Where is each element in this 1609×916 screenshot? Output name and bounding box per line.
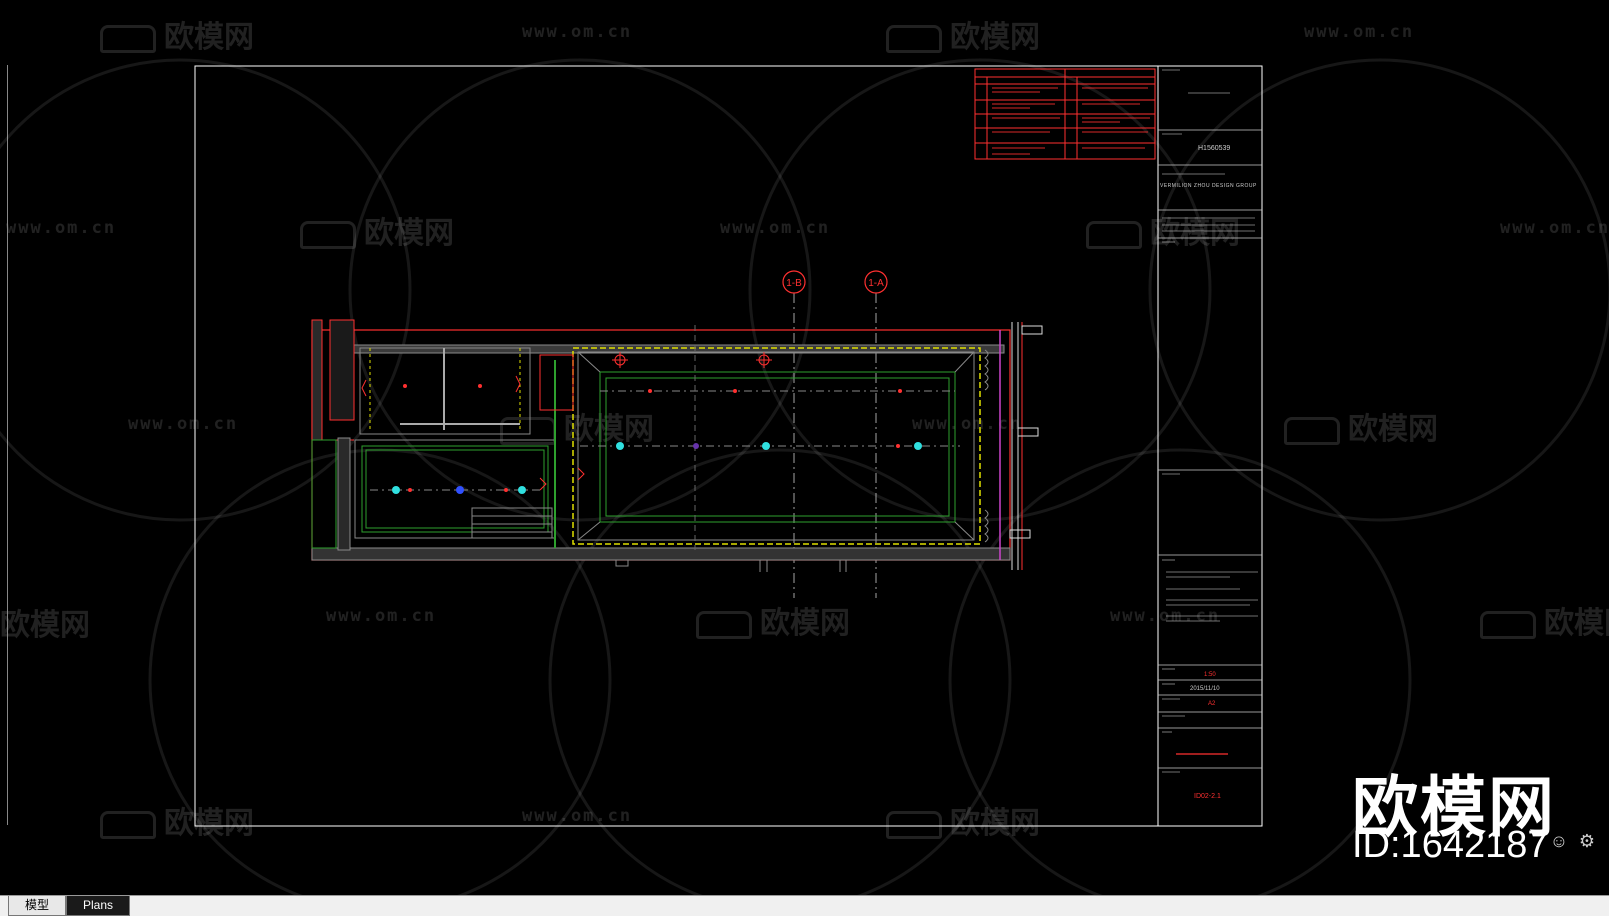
watermark-url: www.om.cn bbox=[1500, 218, 1609, 238]
watermark-url: www.om.cn bbox=[6, 218, 117, 238]
watermark-url: www.om.cn bbox=[522, 22, 633, 42]
tab-plans[interactable]: Plans bbox=[66, 896, 131, 916]
watermark-logo: 欧模网 bbox=[300, 208, 454, 252]
watermark-logo: 欧模网 bbox=[100, 12, 254, 56]
project-code: H1560539 bbox=[1198, 145, 1231, 152]
cad-viewport[interactable]: 欧模网 www.om.cn 欧模网 www.om.cn www.om.cn 欧模… bbox=[0, 0, 1609, 895]
drawing-date: 2015/11/10 bbox=[1190, 686, 1220, 692]
watermark-logo: 欧模网 bbox=[696, 598, 850, 642]
watermark-url: www.om.cn bbox=[326, 606, 437, 626]
grid-label-1b: 1-B bbox=[786, 278, 802, 289]
cad-drawing: 1-B 1-A bbox=[0, 58, 1609, 895]
grid-bubble-1a bbox=[864, 270, 888, 294]
window-wall bbox=[984, 322, 1043, 570]
sheet-frame bbox=[194, 65, 1263, 827]
main-room bbox=[539, 325, 981, 550]
light-fixtures bbox=[392, 384, 922, 494]
watermark-logo: 欧模网 bbox=[1480, 598, 1609, 642]
watermark-logo: 欧模网 bbox=[0, 609, 90, 642]
watermark-url: www.om.cn bbox=[522, 806, 633, 826]
watermark-url: www.om.cn bbox=[720, 218, 831, 238]
title-block bbox=[1158, 129, 1262, 769]
grid-axes bbox=[793, 293, 877, 598]
drawing-scale: 1:50 bbox=[1204, 672, 1216, 678]
legend-table bbox=[974, 68, 1156, 160]
watermark-logo: 欧模网 bbox=[500, 404, 654, 448]
left-sheet-edge bbox=[0, 65, 8, 825]
watermark-logo: 欧模网 bbox=[1086, 208, 1240, 252]
gear-icon[interactable]: ⚙ bbox=[1578, 831, 1596, 851]
brand-id: ID:1642187 bbox=[1352, 824, 1549, 866]
watermark-url: www.om.cn bbox=[128, 414, 239, 434]
left-rooms bbox=[354, 347, 556, 548]
watermark-logo: 欧模网 bbox=[100, 798, 254, 842]
brand-logo: 欧模网 bbox=[1352, 770, 1556, 844]
watermark-url: www.om.cn bbox=[912, 414, 1023, 434]
watermark-logo: 欧模网 bbox=[1284, 404, 1438, 448]
smiley-icon[interactable]: ☺ bbox=[1549, 831, 1569, 851]
company-name: VERMILION ZHOU DESIGN GROUP bbox=[1160, 183, 1257, 189]
watermark-logo: 欧模网 bbox=[886, 798, 1040, 842]
watermark-logo: 欧模网 bbox=[886, 12, 1040, 56]
watermark-url: www.om.cn bbox=[1304, 22, 1415, 42]
drawing-number: ID02-2.1 bbox=[1194, 793, 1221, 800]
wall-outline bbox=[311, 319, 1011, 561]
grid-bubble-1b bbox=[782, 270, 806, 294]
drawing-size: A2 bbox=[1208, 701, 1216, 707]
tab-model[interactable]: 模型 bbox=[8, 896, 67, 916]
grid-label-1a: 1-A bbox=[868, 278, 884, 289]
ceiling-symbols bbox=[361, 352, 772, 491]
layout-tab-bar: 模型 Plans bbox=[0, 895, 1609, 916]
